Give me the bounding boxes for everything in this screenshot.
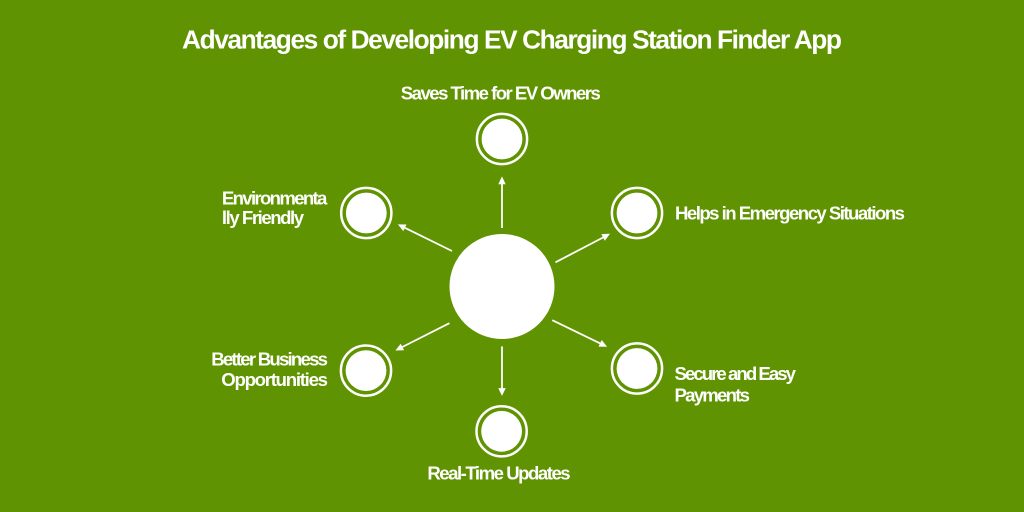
svg-text:lly Friendly: lly Friendly	[222, 207, 305, 228]
svg-text:Secure and Easy: Secure and Easy	[675, 363, 797, 384]
svg-text:Real-Time Updates: Real-Time Updates	[427, 463, 570, 484]
svg-text:Opportunities: Opportunities	[221, 369, 328, 390]
svg-text:Advantages of Developing EV Ch: Advantages of Developing EV Charging Sta…	[182, 25, 842, 55]
svg-text:Helps in Emergency Situations: Helps in Emergency Situations	[675, 203, 905, 224]
svg-text:Environmenta: Environmenta	[222, 187, 328, 208]
svg-text:Saves Time for EV Owners: Saves Time for EV Owners	[401, 82, 601, 103]
svg-text:Payments: Payments	[675, 384, 751, 405]
svg-text:Better Business: Better Business	[211, 349, 328, 370]
